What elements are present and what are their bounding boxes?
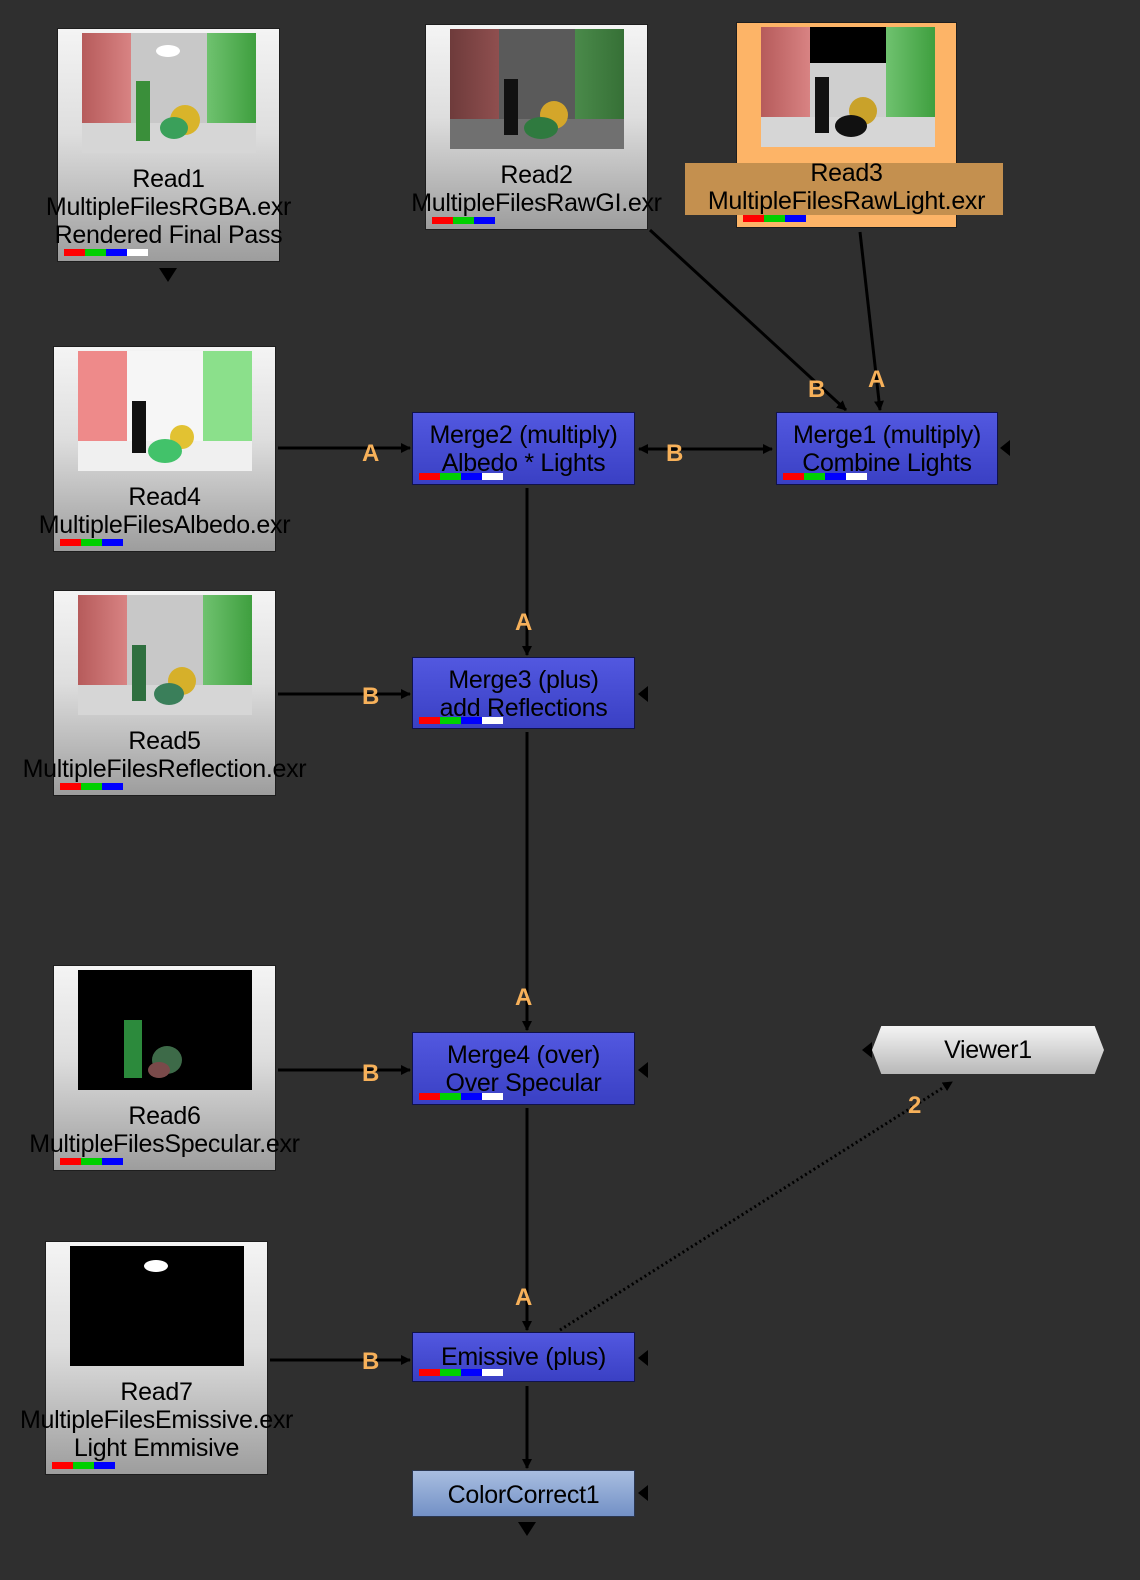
- read1-note: Rendered Final Pass: [54, 221, 283, 249]
- input-label-emissive-a: A: [515, 1284, 533, 1311]
- merge1-title: Merge1 (multiply): [792, 421, 981, 449]
- read1-node[interactable]: Read1 MultipleFilesRGBA.exr Rendered Fin…: [46, 28, 291, 262]
- colorcorrect1-node[interactable]: ColorCorrect1: [412, 1470, 635, 1517]
- read4-node[interactable]: Read4 MultipleFilesAlbedo.exr: [39, 346, 291, 552]
- read5-thumbnail: [78, 595, 252, 715]
- read6-channels: [60, 1158, 123, 1165]
- read5-channels: [60, 783, 123, 790]
- merge3-node[interactable]: Merge3 (plus) add Reflections: [412, 657, 635, 729]
- viewer1-title: Viewer1: [944, 1036, 1032, 1064]
- merge2-title: Merge2 (multiply): [429, 421, 618, 449]
- read4-thumbnail: [78, 351, 252, 471]
- read5-file: MultipleFilesReflection.exr: [22, 755, 307, 783]
- input-label-merge2-a: A: [362, 440, 380, 467]
- colorcorrect1-mask-input[interactable]: [638, 1485, 648, 1501]
- input-label-merge4-b: B: [362, 1060, 380, 1087]
- read7-node[interactable]: Read7 MultipleFilesEmissive.exr Light Em…: [20, 1241, 293, 1475]
- read2-name: Read2: [500, 161, 573, 189]
- read3-name: Read3: [810, 159, 883, 187]
- merge4-mask-input[interactable]: [638, 1062, 648, 1078]
- read6-thumbnail: [78, 970, 252, 1090]
- read2-file: MultipleFilesRawGI.exr: [411, 189, 662, 217]
- merge4-subtitle: Over Specular: [445, 1069, 602, 1097]
- read1-channels: [64, 249, 148, 256]
- input-label-merge4-a: A: [515, 984, 533, 1011]
- read7-file: MultipleFilesEmissive.exr: [19, 1406, 294, 1434]
- read3-thumbnail: [761, 27, 935, 147]
- merge2-subtitle: Albedo * Lights: [441, 449, 606, 477]
- merge4-node[interactable]: Merge4 (over) Over Specular: [412, 1032, 635, 1105]
- emissive-channels: [419, 1369, 503, 1376]
- wire-emissive-viewer: [559, 1080, 953, 1332]
- read6-name: Read6: [128, 1102, 201, 1130]
- input-label-merge3-a: A: [515, 609, 533, 636]
- input-label-viewer-2: 2: [908, 1092, 922, 1119]
- read4-name: Read4: [128, 483, 201, 511]
- read7-thumbnail: [70, 1246, 244, 1366]
- emissive-node[interactable]: Emissive (plus): [412, 1332, 635, 1382]
- input-label-merge1-b: B: [808, 376, 826, 403]
- read4-channels: [60, 539, 123, 546]
- read6-node[interactable]: Read6 MultipleFilesSpecular.exr: [29, 965, 300, 1171]
- colorcorrect1-title: ColorCorrect1: [447, 1481, 600, 1509]
- read6-file: MultipleFilesSpecular.exr: [29, 1130, 300, 1158]
- merge3-mask-input[interactable]: [638, 686, 648, 702]
- read7-note: Light Emmisive: [73, 1434, 240, 1462]
- read1-output-arrow[interactable]: [159, 268, 177, 282]
- read1-file: MultipleFilesRGBA.exr: [45, 193, 292, 221]
- input-label-emissive-b: B: [362, 1348, 380, 1375]
- read2-channels: [432, 217, 495, 224]
- read5-node[interactable]: Read5 MultipleFilesReflection.exr: [23, 590, 307, 796]
- read3-selection-band: [685, 163, 1003, 215]
- merge4-title: Merge4 (over): [446, 1041, 601, 1069]
- input-label-merge1-a: A: [868, 366, 886, 393]
- emissive-title: Emissive (plus): [441, 1343, 606, 1371]
- colorcorrect1-output-arrow[interactable]: [518, 1522, 536, 1536]
- read4-file: MultipleFilesAlbedo.exr: [38, 511, 291, 539]
- merge1-subtitle: Combine Lights: [802, 449, 972, 477]
- read1-name: Read1: [132, 165, 205, 193]
- viewer1-input-arrow[interactable]: [862, 1042, 872, 1058]
- merge1-node[interactable]: Merge1 (multiply) Combine Lights: [776, 412, 998, 485]
- merge2-node[interactable]: Merge2 (multiply) Albedo * Lights: [412, 412, 635, 485]
- read5-name: Read5: [128, 727, 201, 755]
- merge1-channels: [783, 473, 867, 480]
- merge2-channels: [419, 473, 503, 480]
- input-label-merge3-b: B: [362, 683, 380, 710]
- read2-thumbnail: [450, 29, 624, 149]
- emissive-mask-input[interactable]: [638, 1350, 648, 1366]
- read7-name: Read7: [120, 1378, 193, 1406]
- read3-node[interactable]: Read3 MultipleFilesRawLight.exr: [685, 22, 1003, 228]
- read3-file: MultipleFilesRawLight.exr: [707, 187, 986, 215]
- read2-node[interactable]: Read2 MultipleFilesRawGI.exr: [411, 24, 662, 230]
- read3-channels: [743, 215, 806, 222]
- merge3-title: Merge3 (plus): [448, 666, 599, 694]
- merge3-channels: [419, 717, 503, 724]
- read1-thumbnail: [82, 33, 256, 153]
- merge4-channels: [419, 1093, 503, 1100]
- viewer1-node[interactable]: Viewer1: [872, 1026, 1104, 1074]
- read7-channels: [52, 1462, 115, 1469]
- input-label-merge2-b: B: [666, 440, 684, 467]
- merge1-mask-input[interactable]: [1000, 440, 1010, 456]
